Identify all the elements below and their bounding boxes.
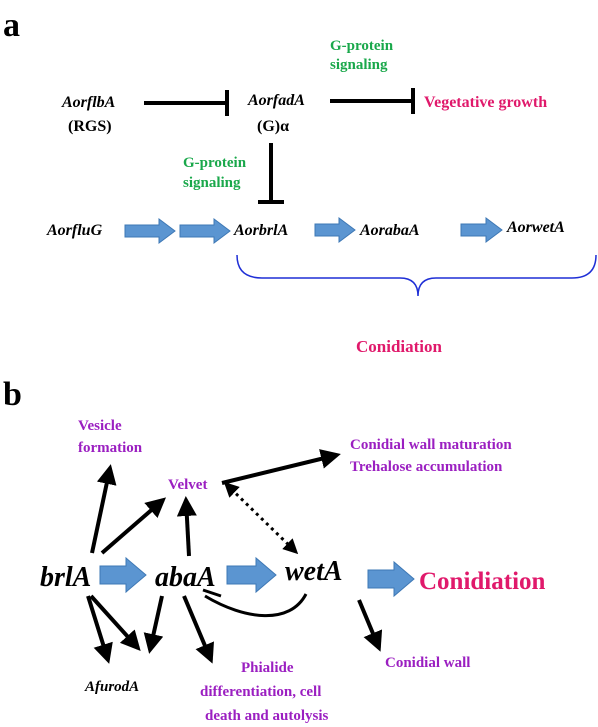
arrow-brla-velvet: [100, 497, 167, 555]
arrow-velvet-wall-maturation: [221, 449, 341, 485]
gene-abaa: abaA: [155, 562, 216, 593]
gene-aorfada: AorfadA: [247, 92, 305, 109]
arrow-brla-abaa: [314, 217, 356, 243]
wall-maturation-line1: Conidial wall maturation: [350, 437, 512, 453]
arrow-abaa-weta-b: [226, 556, 277, 594]
arrow-brla-afuroda: [86, 595, 113, 664]
arrow-weta-conidiation: [367, 560, 415, 598]
gene-aorbrla: AorbrlA: [233, 222, 289, 239]
feedback-weta-abaa: [202, 588, 308, 618]
gprotein-top-line2: signaling: [330, 57, 388, 73]
gene-aorfada-galpha: (G)α: [257, 118, 289, 135]
arrow-abaa-velvet: [176, 496, 197, 557]
arrow-abaa-afuroda: [143, 595, 164, 654]
arrow-abaa-weta: [460, 217, 503, 243]
arrow-brla-vesicle: [90, 464, 117, 554]
inhibition-fada-brla: [258, 143, 284, 204]
gprotein-mid-line2: signaling: [183, 175, 241, 191]
vesicle-formation-line1: Vesicle: [78, 418, 122, 434]
panel-b-label: b: [3, 376, 22, 413]
gene-weta: wetA: [285, 556, 343, 587]
conidiation-bracket: [236, 254, 597, 297]
gprotein-top-line1: G-protein: [330, 38, 394, 54]
arrow-abaa-phialide: [182, 595, 214, 664]
gene-aorflba-rgs: (RGS): [68, 118, 112, 135]
wall-maturation-line2: Trehalose accumulation: [350, 459, 503, 475]
vesicle-formation-line2: formation: [78, 440, 143, 456]
gprotein-mid-line1: G-protein: [183, 155, 247, 171]
gene-aorabaa: AorabaA: [359, 222, 420, 239]
regulation-arrows: [86, 449, 383, 664]
inhibition-fada-vegetative: [330, 88, 415, 114]
gene-aorweta: AorwetA: [506, 219, 565, 236]
gene-aorflug: AorfluG: [46, 222, 103, 239]
phialide-line1: Phialide: [241, 660, 294, 676]
dotted-arrow-velvet-weta: [223, 481, 299, 555]
arrow-brla-phialide-left: [89, 594, 141, 651]
arrow-weta-conidial-wall: [357, 599, 383, 652]
inhibition-flba-fada: [144, 90, 229, 116]
panel-a-label: a: [3, 7, 20, 44]
gene-brla: brlA: [40, 562, 91, 593]
phialide-line3: death and autolysis: [205, 708, 329, 724]
vegetative-growth-label: Vegetative growth: [424, 94, 547, 111]
arrow-flug-1: [124, 218, 176, 244]
conidiation-label-a: Conidiation: [356, 337, 443, 356]
conidiation-label-b: Conidiation: [419, 568, 546, 595]
arrow-flug-2: [179, 218, 231, 244]
velvet-label: Velvet: [168, 477, 207, 493]
arrow-brla-abaa-b: [99, 556, 147, 594]
gene-aorflba: AorflbA: [61, 94, 116, 111]
conidial-wall-label: Conidial wall: [385, 655, 470, 671]
gene-afuroda: AfurodA: [84, 679, 139, 695]
phialide-line2: differentiation, cell: [200, 684, 321, 700]
